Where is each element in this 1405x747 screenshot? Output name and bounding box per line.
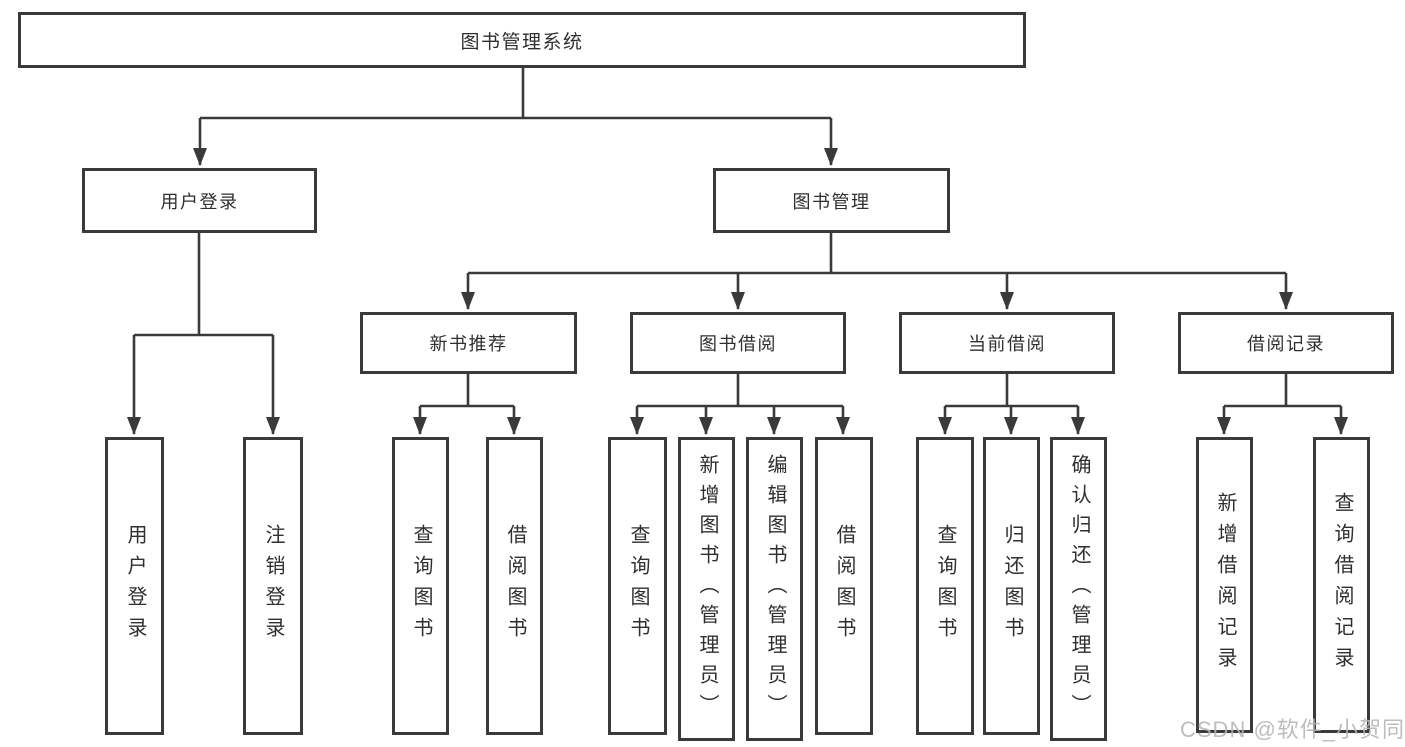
leaf-return-books: 归还图书 — [983, 437, 1040, 735]
leaf-logout: 注销登录 — [243, 437, 303, 735]
node-book-borrowing: 图书借阅 — [630, 312, 846, 374]
node-user-login: 用户登录 — [82, 168, 317, 233]
leaf-add-borrow-record: 新增借阅记录 — [1196, 437, 1253, 733]
leaf-confirm-return-admin: 确认归还（管理员） — [1050, 437, 1107, 741]
leaf-user-login: 用户登录 — [105, 437, 164, 735]
leaf-edit-book-admin: 编辑图书（管理员） — [746, 437, 803, 741]
node-book-management: 图书管理 — [713, 168, 950, 233]
csdn-watermark: CSDN @软件_小贺同学 — [1180, 717, 1405, 742]
node-current-borrowing: 当前借阅 — [899, 312, 1115, 374]
node-new-book-recommendation: 新书推荐 — [360, 312, 577, 374]
node-borrowing-records: 借阅记录 — [1178, 312, 1394, 374]
leaf-query-books-current: 查询图书 — [916, 437, 974, 735]
leaf-query-books-recommend: 查询图书 — [392, 437, 449, 735]
leaf-add-book-admin: 新增图书（管理员） — [678, 437, 735, 741]
node-library-management-system: 图书管理系统 — [18, 12, 1026, 68]
leaf-query-borrow-record: 查询借阅记录 — [1313, 437, 1370, 733]
leaf-query-books-borrowing: 查询图书 — [608, 437, 667, 735]
leaf-borrow-books-recommend: 借阅图书 — [486, 437, 543, 735]
leaf-borrow-books: 借阅图书 — [815, 437, 873, 735]
